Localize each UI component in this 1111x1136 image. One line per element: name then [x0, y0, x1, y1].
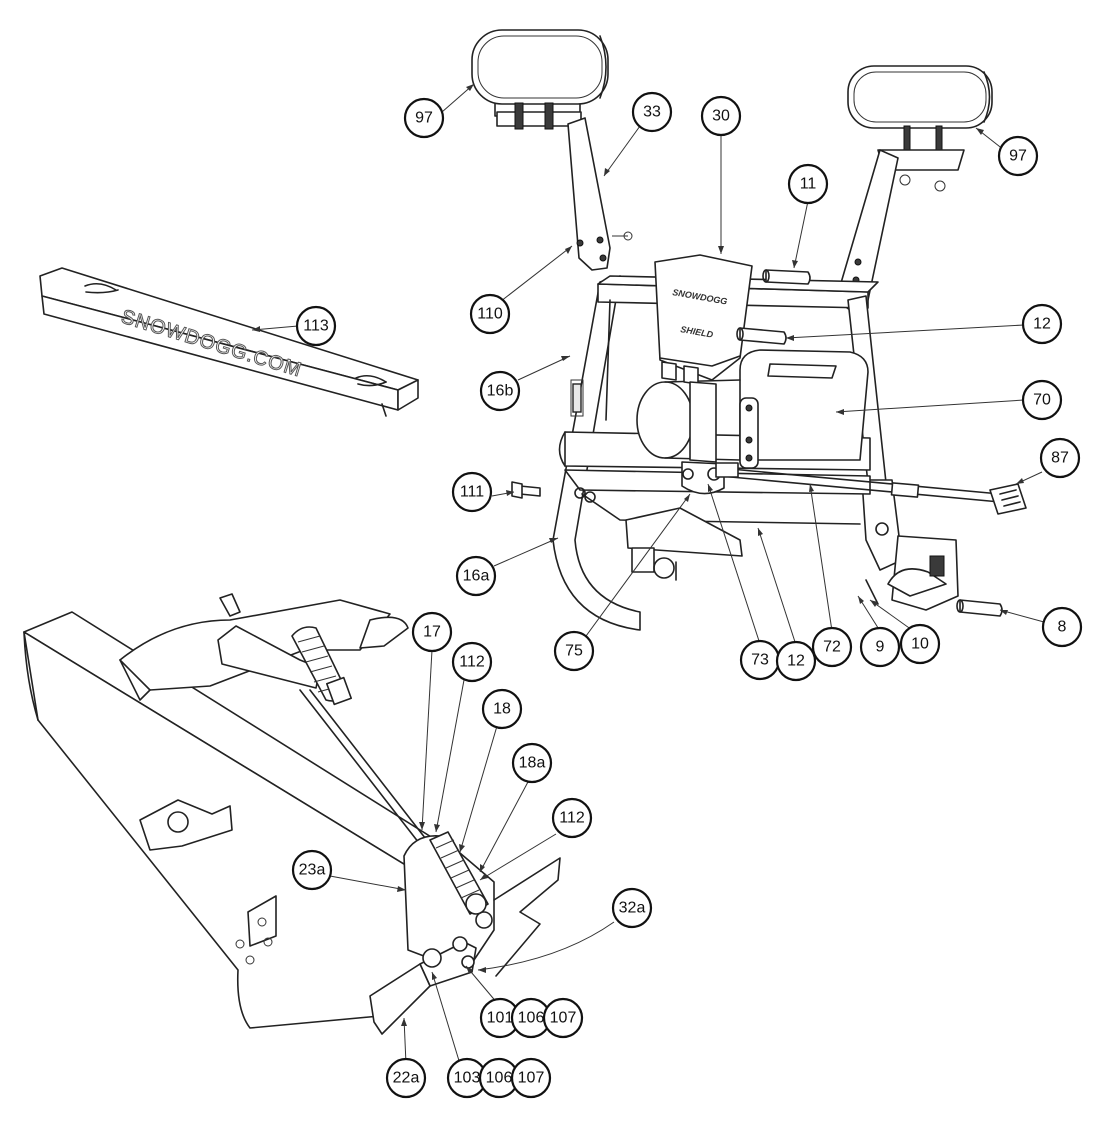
- callout-11: 11: [787, 163, 829, 205]
- callout-18: 18: [481, 688, 523, 730]
- callout-12-lower: 12: [775, 640, 817, 682]
- callout-16a: 16a: [455, 555, 497, 597]
- svg-text:22a: 22a: [393, 1070, 420, 1087]
- svg-text:72: 72: [823, 639, 841, 656]
- svg-text:70: 70: [1033, 392, 1051, 409]
- lower-spring: [429, 831, 493, 929]
- svg-text:112: 112: [559, 810, 585, 827]
- callout-17: 17: [411, 611, 453, 653]
- svg-text:73: 73: [751, 652, 769, 669]
- svg-text:33: 33: [643, 104, 661, 121]
- callout-18a: 18a: [511, 742, 553, 784]
- svg-text:107: 107: [550, 1010, 577, 1027]
- callout-103: 103: [446, 1057, 488, 1099]
- callout-72: 72: [811, 626, 853, 668]
- svg-text:12: 12: [787, 653, 805, 670]
- svg-text:23a: 23a: [299, 862, 326, 879]
- svg-text:110: 110: [477, 306, 503, 323]
- callout-87: 87: [1039, 437, 1081, 479]
- callout-16b: 16b: [479, 370, 521, 412]
- svg-text:106: 106: [518, 1010, 545, 1027]
- svg-text:112: 112: [459, 654, 485, 671]
- callout-75: 75: [553, 630, 595, 672]
- callout-22a: 22a: [385, 1057, 427, 1099]
- svg-text:107: 107: [518, 1070, 545, 1087]
- callout-12-upper: 12: [1021, 303, 1063, 345]
- leader-lines: [251, 83, 1045, 1065]
- lift-column: [681, 381, 725, 495]
- callout-110: 110: [469, 293, 511, 335]
- right-hitch-assembly: [865, 535, 959, 611]
- lift-rod: [715, 462, 1001, 503]
- right-headlight: [847, 65, 993, 192]
- callout-112-upper: 112: [451, 641, 493, 683]
- svg-text:113: 113: [303, 318, 329, 335]
- callout-23a: 23a: [291, 849, 333, 891]
- svg-text:106: 106: [486, 1070, 513, 1087]
- svg-text:8: 8: [1058, 619, 1067, 636]
- svg-text:18: 18: [493, 701, 511, 718]
- svg-text:111: 111: [460, 484, 484, 501]
- callout-111: 111: [451, 471, 493, 513]
- svg-text:75: 75: [565, 643, 583, 660]
- svg-text:17: 17: [423, 624, 441, 641]
- callout-113: 113: [295, 305, 337, 347]
- control-shield-housing: SNOWDOGG SHIELD: [654, 254, 753, 385]
- callout-8: 8: [1041, 606, 1083, 648]
- svg-text:32a: 32a: [619, 900, 646, 917]
- callout-10: 10: [899, 623, 941, 665]
- control-handle: [989, 483, 1027, 515]
- svg-text:97: 97: [415, 110, 433, 127]
- lower-mount-bracket: [625, 507, 743, 581]
- callout-107-upper: 107: [542, 997, 584, 1039]
- svg-text:103: 103: [454, 1070, 481, 1087]
- svg-text:10: 10: [911, 636, 929, 653]
- svg-text:87: 87: [1051, 450, 1069, 467]
- callout-107-lower: 107: [510, 1057, 552, 1099]
- callout-9: 9: [859, 626, 901, 668]
- callout-73: 73: [739, 639, 781, 681]
- svg-text:16b: 16b: [487, 383, 514, 400]
- deflector-shield-bar: SNOWDOGG.COM: [39, 267, 419, 417]
- callout-97-left: 97: [403, 97, 445, 139]
- callout-70: 70: [1021, 379, 1063, 421]
- upper-spring: [291, 626, 353, 706]
- left-headlight: [471, 29, 609, 130]
- svg-text:16a: 16a: [463, 568, 490, 585]
- svg-text:11: 11: [800, 176, 817, 193]
- svg-text:18a: 18a: [519, 755, 546, 772]
- callout-33: 33: [631, 91, 673, 133]
- svg-text:9: 9: [876, 639, 885, 656]
- callout-30: 30: [700, 95, 742, 137]
- svg-text:97: 97: [1009, 148, 1027, 165]
- svg-text:12: 12: [1033, 316, 1051, 333]
- hydraulic-pump-motor: [636, 349, 869, 469]
- clevis-pin: [511, 481, 541, 499]
- svg-text:101: 101: [487, 1010, 514, 1027]
- left-light-bar: [567, 117, 633, 271]
- lower-mounting-frame: [23, 593, 561, 1035]
- callout-32a: 32a: [611, 887, 653, 929]
- callout-97-right: 97: [997, 135, 1039, 177]
- callout-112-lower: 112: [551, 797, 593, 839]
- svg-text:30: 30: [712, 108, 730, 125]
- pins: [736, 269, 1003, 617]
